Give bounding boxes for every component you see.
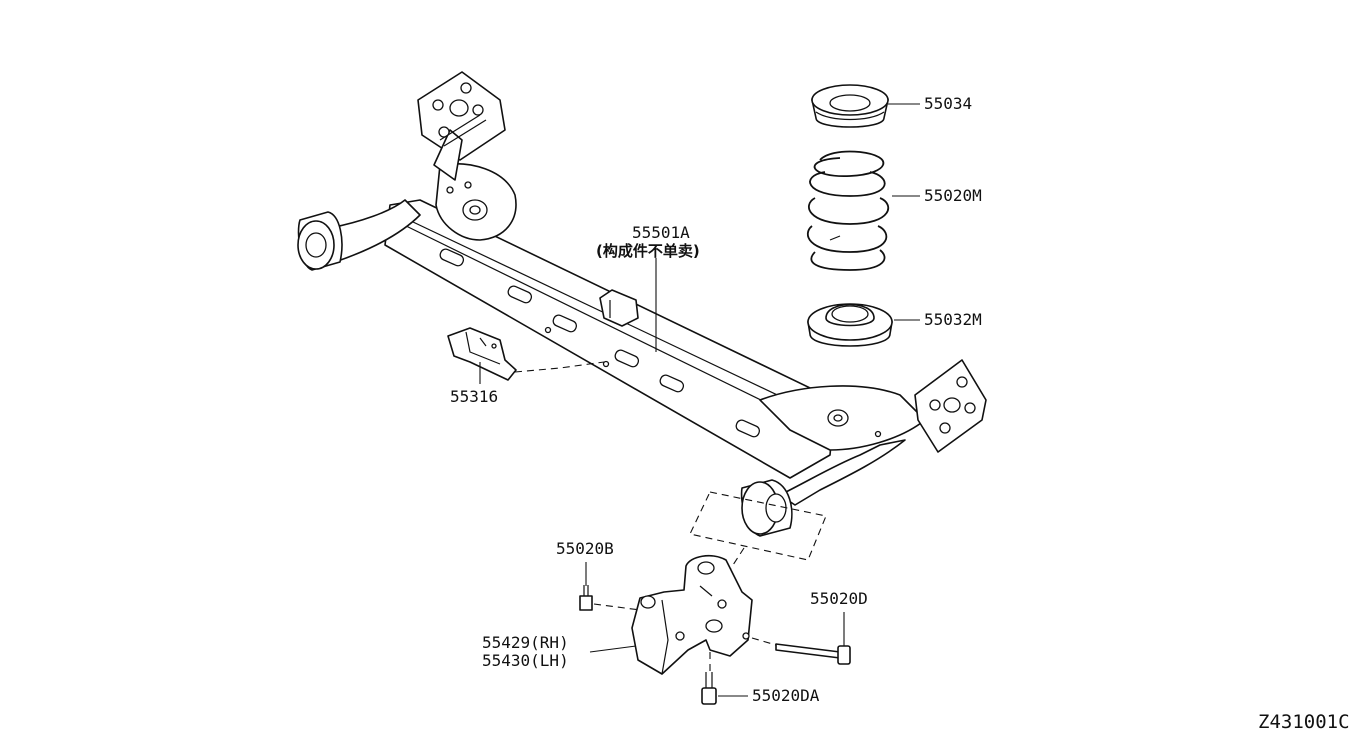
label-55316: 55316 xyxy=(450,387,498,406)
left-bushing xyxy=(297,211,343,271)
label-55501A: 55501A xyxy=(632,223,690,242)
spring-seat-lower xyxy=(807,303,893,347)
bolt-55020B xyxy=(579,585,593,611)
bolt-55020D xyxy=(775,643,851,665)
label-55501A-note: (构成件不单卖) xyxy=(596,242,700,260)
right-trailing-arm xyxy=(759,385,926,506)
label-55020D: 55020D xyxy=(810,589,868,608)
label-55429-rh: 55429(RH) xyxy=(482,633,569,652)
label-55032M: 55032M xyxy=(924,310,982,329)
bracket-55316 xyxy=(447,327,517,381)
left-spindle-bracket xyxy=(417,71,506,181)
bolt-55020DA xyxy=(701,672,717,705)
label-55034: 55034 xyxy=(924,94,972,113)
right-bushing xyxy=(740,479,793,537)
spring-seat-upper xyxy=(811,84,889,128)
label-55020DA: 55020DA xyxy=(752,686,820,705)
left-trailing-arm xyxy=(329,163,517,263)
right-spindle-bracket xyxy=(914,359,987,453)
label-55020B: 55020B xyxy=(556,539,614,558)
label-55020M: 55020M xyxy=(924,186,982,205)
bushing-callout-box xyxy=(689,491,827,561)
bushing-bracket xyxy=(631,554,753,675)
rear-axle-beam xyxy=(384,199,836,479)
diagram-reference-code: Z431001C xyxy=(1258,711,1350,733)
coil-spring xyxy=(807,150,890,271)
label-55430-lh: 55430(LH) xyxy=(482,651,569,670)
